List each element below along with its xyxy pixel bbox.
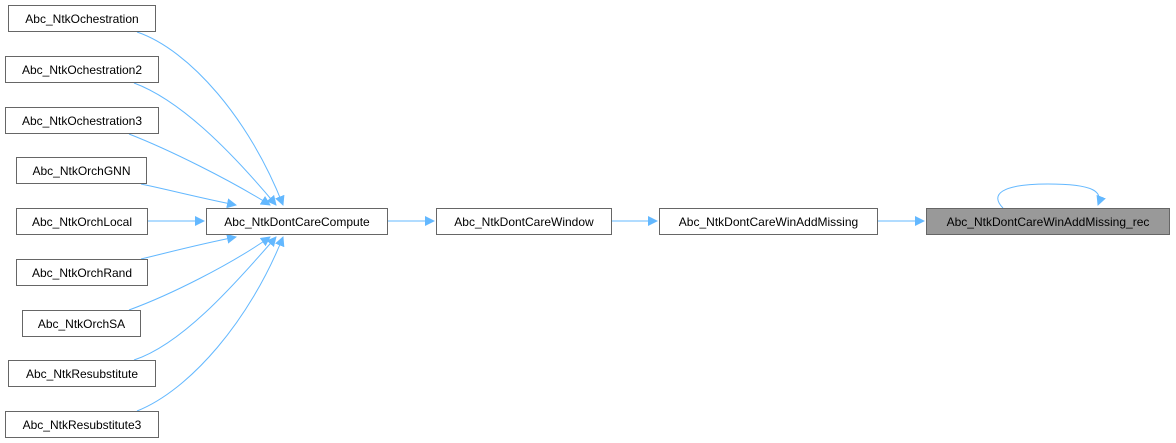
caller-node[interactable]: Abc_NtkOrchGNN <box>16 157 147 184</box>
caller-node[interactable]: Abc_NtkOchestration3 <box>5 107 159 134</box>
current-function-node: Abc_NtkDontCareWinAddMissing_rec <box>926 208 1170 235</box>
caller-node[interactable]: Abc_NtkOchestration2 <box>5 56 159 83</box>
edge <box>133 236 277 361</box>
caller-node[interactable]: Abc_NtkOrchSA <box>22 310 141 337</box>
dontcare-compute-node[interactable]: Abc_NtkDontCareCompute <box>206 208 388 235</box>
edge <box>133 82 277 206</box>
caller-node[interactable]: Abc_NtkResubstitute3 <box>5 411 159 438</box>
edge <box>136 31 285 206</box>
dontcare-window-node[interactable]: Abc_NtkDontCareWindow <box>436 208 612 235</box>
edge <box>136 236 285 412</box>
caller-node[interactable]: Abc_NtkOchestration <box>8 5 156 32</box>
edge <box>128 236 271 311</box>
dontcare-winaddmissing-node[interactable]: Abc_NtkDontCareWinAddMissing <box>659 208 878 235</box>
caller-node[interactable]: Abc_NtkOrchLocal <box>16 208 148 235</box>
edge <box>128 133 271 206</box>
edge <box>140 183 237 209</box>
caller-node[interactable]: Abc_NtkOrchRand <box>16 259 148 286</box>
caller-node[interactable]: Abc_NtkResubstitute <box>8 360 156 387</box>
edge <box>140 233 237 260</box>
edge-recursive <box>997 183 1106 209</box>
